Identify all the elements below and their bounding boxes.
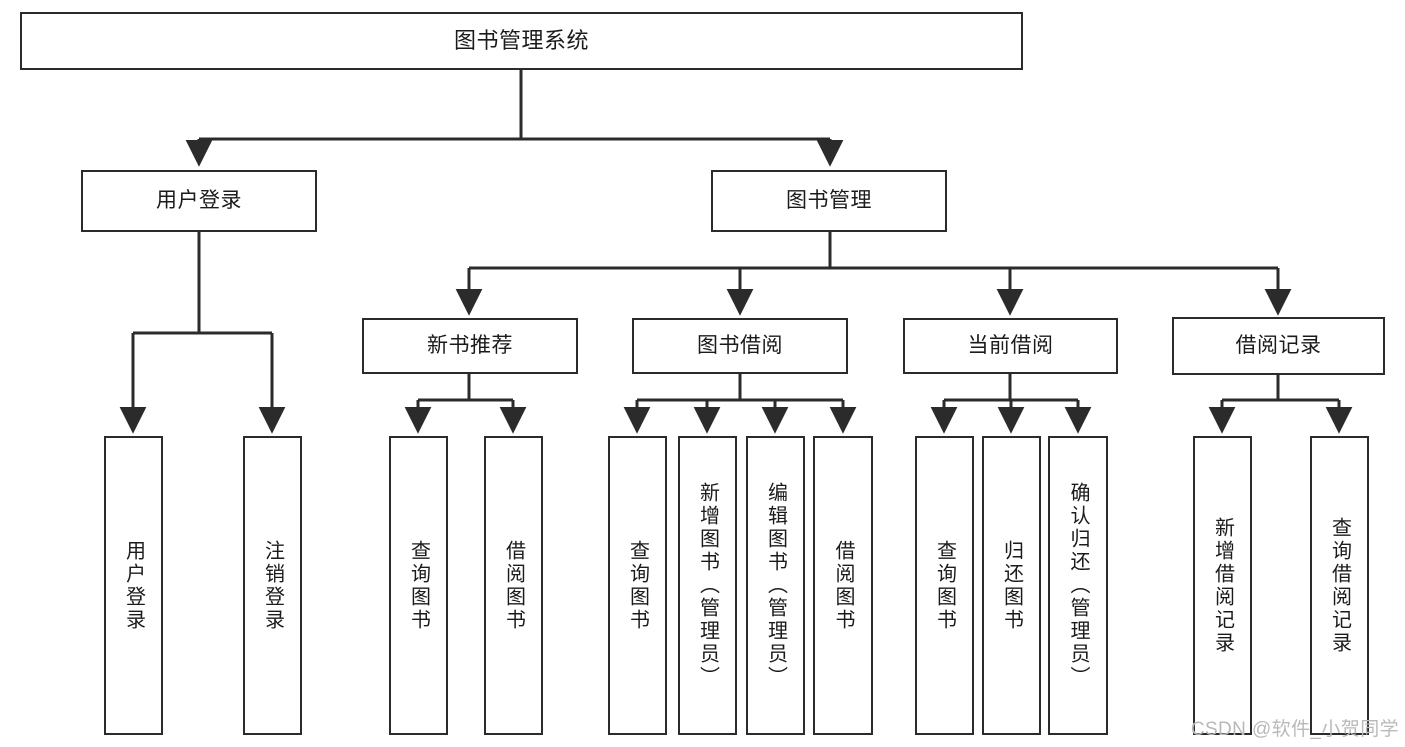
- node-new-book-rec-label: 新书推荐: [427, 333, 513, 357]
- node-user-login-label: 用户登录: [156, 188, 242, 212]
- leaf-logout-login-label: 注销登录: [261, 539, 284, 632]
- leaf-add-book-label: 新增图书（管理员）: [696, 482, 719, 689]
- node-new-book-rec[interactable]: 新书推荐: [362, 318, 578, 374]
- node-borrow-record[interactable]: 借阅记录: [1172, 317, 1385, 375]
- leaf-borrow-book-1-label: 借阅图书: [502, 539, 525, 632]
- leaf-query-book-1[interactable]: 查询图书: [389, 436, 448, 735]
- leaf-confirm-return-label: 确认归还（管理员）: [1067, 482, 1089, 689]
- leaf-borrow-book-2-label: 借阅图书: [832, 539, 854, 632]
- leaf-add-book[interactable]: 新增图书（管理员）: [678, 436, 737, 735]
- leaf-query-book-1-label: 查询图书: [407, 539, 430, 632]
- node-book-borrow-label: 图书借阅: [697, 333, 783, 357]
- leaf-query-book-2-label: 查询图书: [626, 539, 649, 632]
- leaf-borrow-book-1[interactable]: 借阅图书: [484, 436, 543, 735]
- node-book-manage[interactable]: 图书管理: [711, 170, 947, 232]
- leaf-edit-book-label: 编辑图书（管理员）: [764, 482, 787, 689]
- leaf-borrow-book-2[interactable]: 借阅图书: [813, 436, 873, 735]
- node-borrow-record-label: 借阅记录: [1235, 333, 1322, 357]
- leaf-query-book-2[interactable]: 查询图书: [608, 436, 667, 735]
- leaf-add-record[interactable]: 新增借阅记录: [1193, 436, 1252, 735]
- leaf-query-book-3-label: 查询图书: [933, 539, 956, 632]
- leaf-query-book-3[interactable]: 查询图书: [915, 436, 974, 735]
- leaf-logout-login[interactable]: 注销登录: [243, 436, 302, 735]
- leaf-query-record-label: 查询借阅记录: [1328, 516, 1351, 655]
- leaf-return-book[interactable]: 归还图书: [982, 436, 1041, 735]
- leaf-user-login[interactable]: 用户登录: [104, 436, 163, 735]
- leaf-return-book-label: 归还图书: [1000, 539, 1023, 632]
- leaf-confirm-return[interactable]: 确认归还（管理员）: [1048, 436, 1108, 735]
- csdn-watermark: CSDN @软件_小贺同学: [1190, 719, 1399, 740]
- node-user-login[interactable]: 用户登录: [81, 170, 317, 232]
- node-root[interactable]: 图书管理系统: [20, 12, 1023, 70]
- leaf-query-record[interactable]: 查询借阅记录: [1310, 436, 1369, 735]
- leaf-add-record-label: 新增借阅记录: [1211, 516, 1234, 655]
- leaf-edit-book[interactable]: 编辑图书（管理员）: [746, 436, 805, 735]
- node-root-label: 图书管理系统: [453, 28, 589, 54]
- node-current-borrow[interactable]: 当前借阅: [903, 318, 1118, 374]
- node-book-manage-label: 图书管理: [786, 188, 872, 212]
- node-current-borrow-label: 当前借阅: [967, 333, 1054, 357]
- leaf-user-login-label: 用户登录: [122, 539, 145, 632]
- node-book-borrow[interactable]: 图书借阅: [632, 318, 848, 374]
